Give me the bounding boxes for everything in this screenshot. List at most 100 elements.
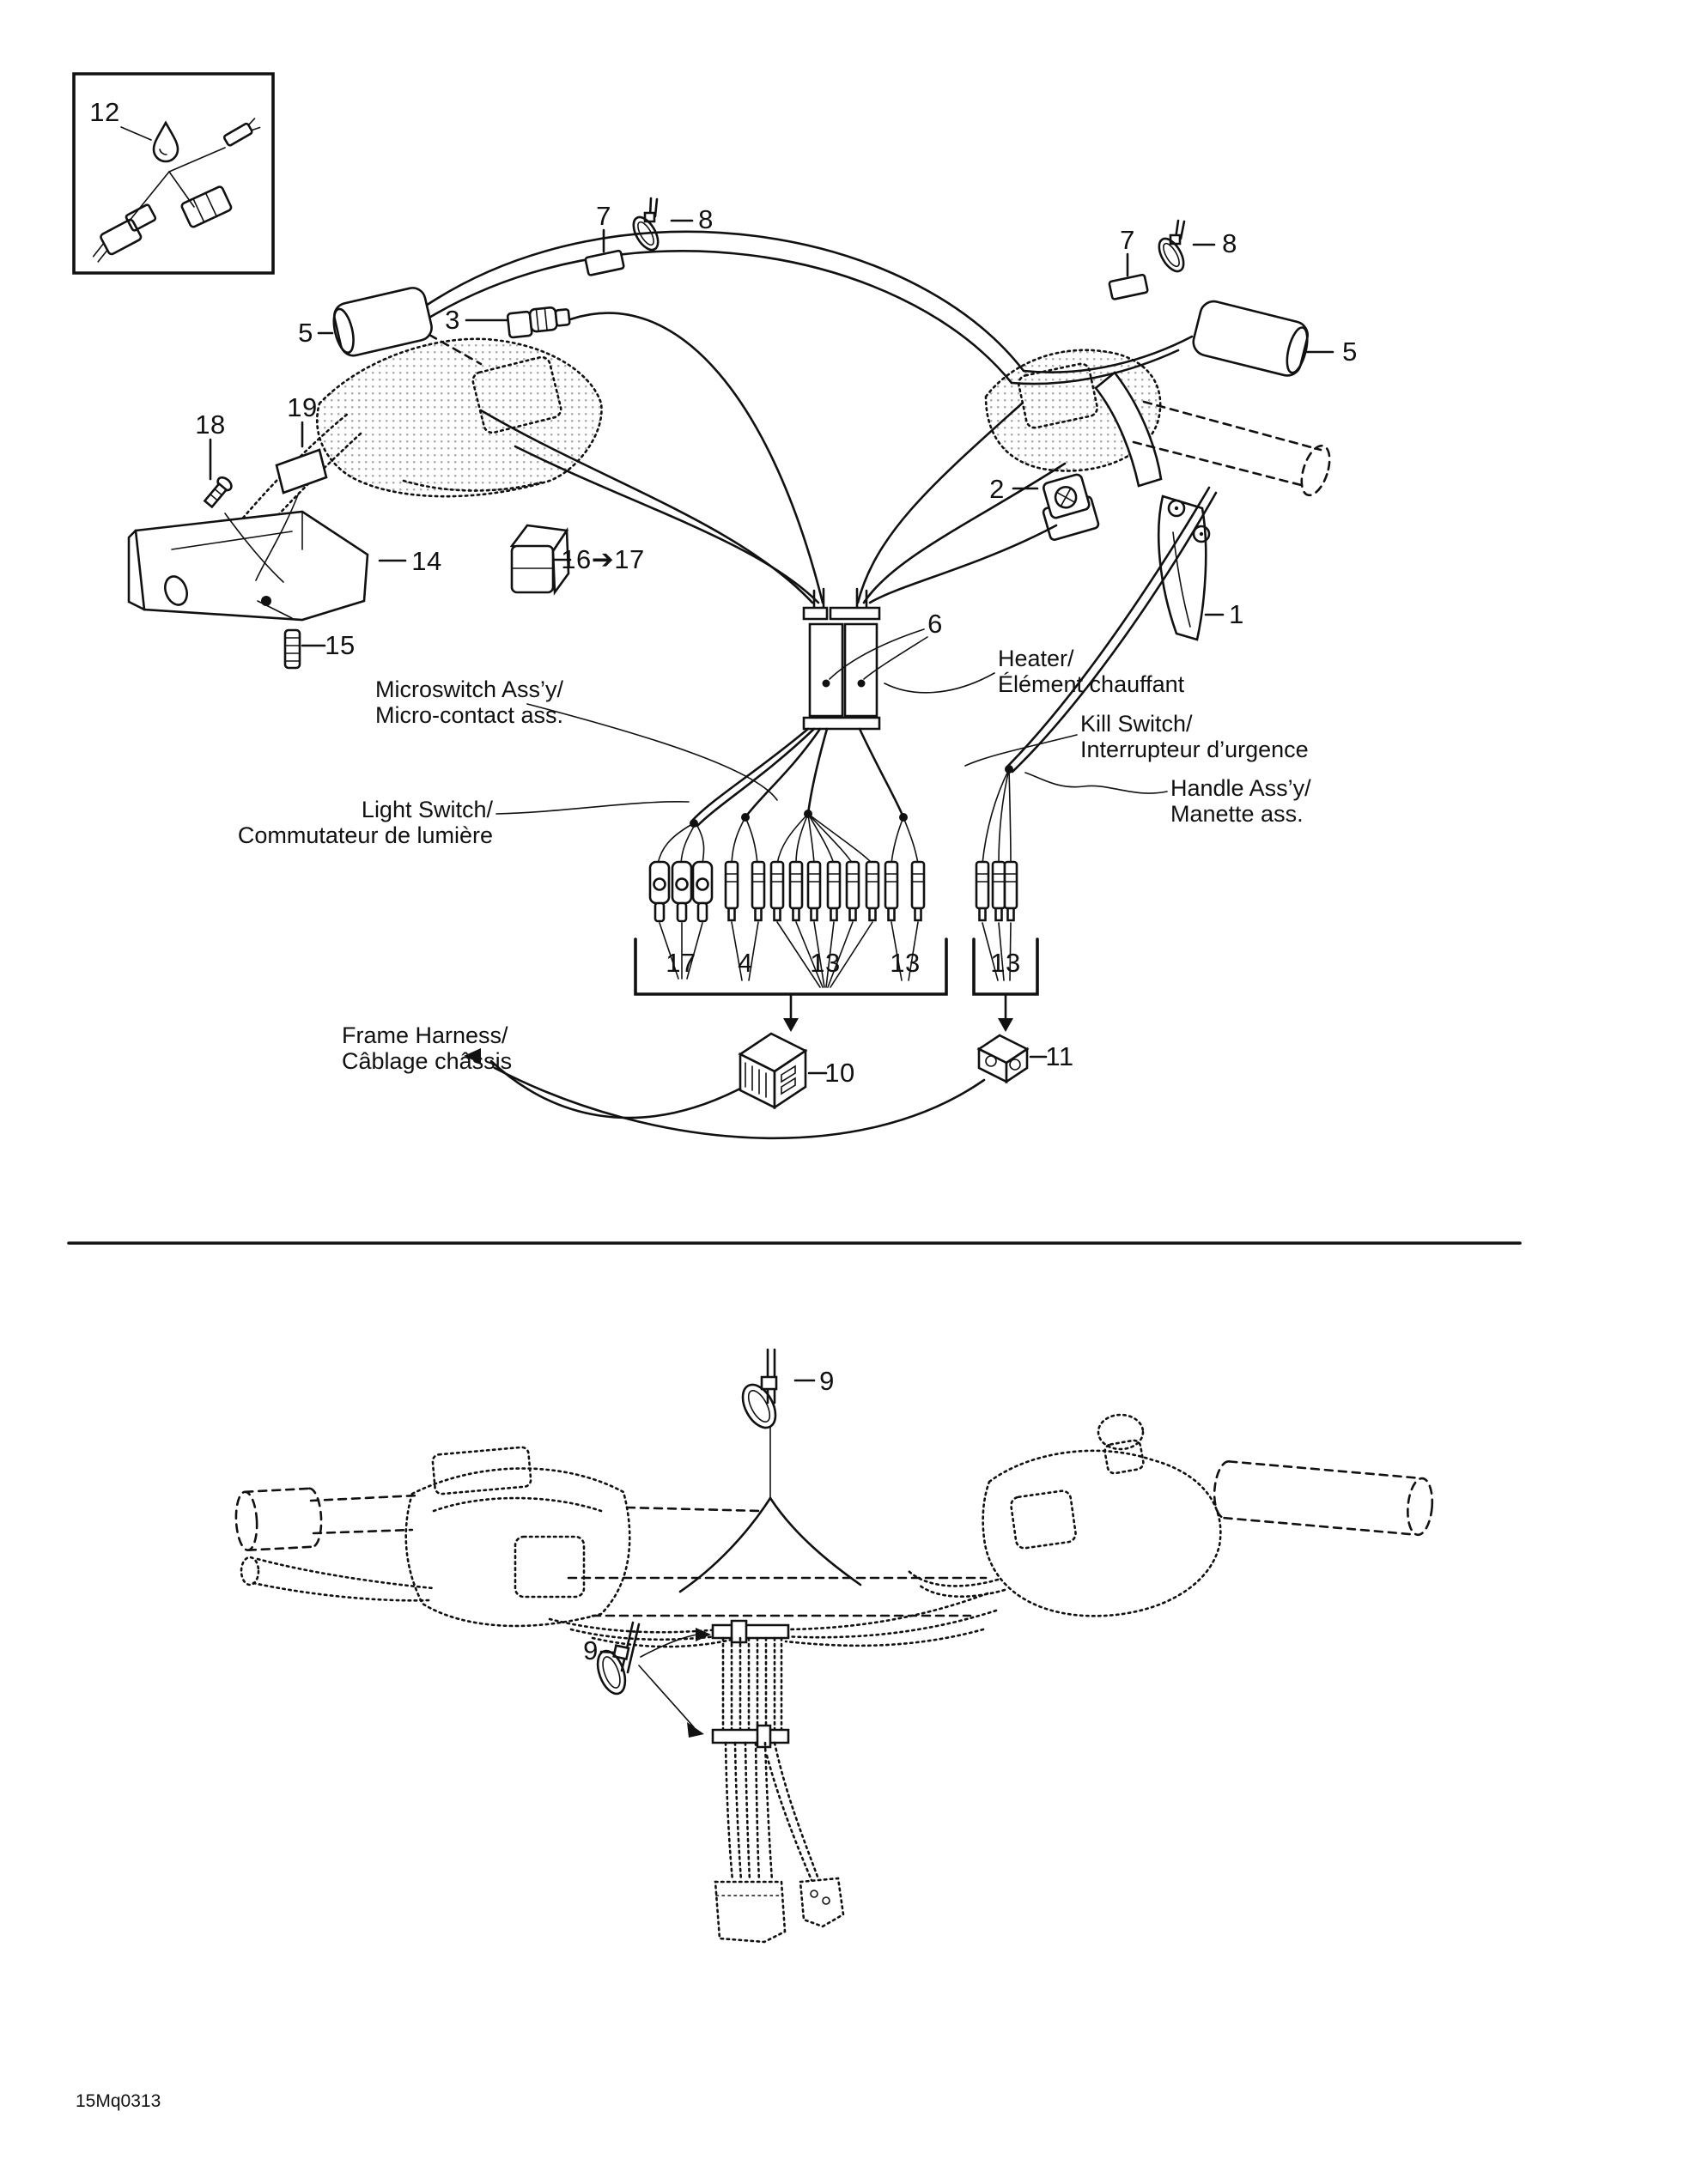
callout-4-group: 4 xyxy=(738,948,753,978)
callout-5-right: 5 xyxy=(1342,337,1358,367)
tie-wrap-8-right xyxy=(1154,221,1188,276)
terminal-flat xyxy=(808,862,820,920)
terminal-ring xyxy=(672,862,691,921)
left-lever-bottom xyxy=(241,1557,434,1600)
screw-18-leader xyxy=(225,513,283,582)
callout-11: 11 xyxy=(1045,1041,1074,1071)
terminal-flat xyxy=(976,862,988,920)
terminal-flat xyxy=(847,862,859,920)
terminal-flat xyxy=(885,862,897,920)
callout-15: 15 xyxy=(325,630,356,660)
drawing-code: 15Mq0313 xyxy=(76,2091,161,2111)
label-frame-harness-line-1: Frame Harness/ xyxy=(342,1022,508,1048)
terminal-flat xyxy=(790,862,802,920)
tie-wrap-9-top xyxy=(736,1350,782,1433)
label-handle-assy-line-2: Manette ass. xyxy=(1170,801,1304,828)
label-microswitch-line-1: Microswitch Ass’y/ xyxy=(375,676,564,702)
label-microswitch-line-2: Micro-contact ass. xyxy=(375,702,564,729)
terminal-flat xyxy=(993,862,1005,920)
connector-blocks-6 xyxy=(804,589,927,729)
label-kill-switch-line-2: Interrupteur d’urgence xyxy=(1080,737,1309,763)
callout-18: 18 xyxy=(195,410,226,440)
connector-10 xyxy=(740,1034,826,1107)
label-light-switch-line-1: Light Switch/ xyxy=(361,797,493,822)
terminal-flat xyxy=(752,862,764,920)
callout-14: 14 xyxy=(411,546,442,576)
screw-18 xyxy=(202,475,234,508)
terminal-flat xyxy=(866,862,878,920)
terminal-flat xyxy=(771,862,783,920)
callout-1: 1 xyxy=(1229,599,1244,629)
callout-9-bottom: 9 xyxy=(583,1635,599,1665)
label-heater: Heater/Élément chauffant xyxy=(998,646,1184,697)
clamp-band-2 xyxy=(713,1726,788,1747)
callout-13-group-a: 13 xyxy=(810,948,841,978)
right-grip-5 xyxy=(1190,299,1312,379)
right-grip-bottom xyxy=(1213,1460,1435,1536)
label-heater-line-2: Élément chauffant xyxy=(998,671,1185,698)
callout-12: 12 xyxy=(89,97,120,127)
sensor-3 xyxy=(508,306,571,337)
callout-7-left: 7 xyxy=(596,201,611,231)
terminal-flat xyxy=(912,862,924,920)
switch-housing-right xyxy=(986,350,1335,499)
callout-8-right: 8 xyxy=(1222,228,1237,258)
callout-9-top: 9 xyxy=(819,1366,835,1396)
top-diagram xyxy=(129,198,1335,1653)
group-brackets xyxy=(635,939,1037,1032)
terminal-flat xyxy=(1005,862,1017,920)
heater-switch-2 xyxy=(1036,472,1099,540)
left-assembly-bottom xyxy=(406,1447,630,1626)
left-grip-5 xyxy=(329,285,434,358)
label-microswitch: Microswitch Ass’y/Micro-contact ass. xyxy=(375,676,563,728)
callout-7-right: 7 xyxy=(1120,225,1135,255)
right-assembly-bottom xyxy=(909,1415,1220,1616)
sleeve-7-left xyxy=(585,251,623,276)
callout-13-group-b: 13 xyxy=(890,948,921,978)
callout-5-left: 5 xyxy=(298,318,313,348)
callout-8-left: 8 xyxy=(698,204,714,234)
frame-harness-arrows xyxy=(464,1048,984,1138)
lower-bundle xyxy=(715,1743,843,1942)
sleeve-7-right xyxy=(1109,275,1147,300)
label-frame-harness: Frame Harness/Câblage châssis xyxy=(342,1022,512,1074)
vertical-bundle xyxy=(723,1638,781,1730)
callout-13-group-c: 13 xyxy=(990,948,1021,978)
convergence-lines xyxy=(660,922,1011,987)
label-kill-switch: Kill Switch/Interrupteur d’urgence xyxy=(1080,711,1309,762)
throttle-housing-14 xyxy=(129,512,368,620)
switch-16-17 xyxy=(512,525,568,592)
leader-lines xyxy=(210,221,1333,1653)
inset-connector-mid xyxy=(181,185,233,228)
label-kill-switch-line-1: Kill Switch/ xyxy=(1080,711,1193,737)
tie-wrap-8-left xyxy=(629,198,663,254)
label-light-switch: Light Switch/Commutateur de lumière xyxy=(238,797,493,848)
inset-terminal xyxy=(223,118,260,146)
terminals xyxy=(650,862,1017,921)
connector-11 xyxy=(979,1035,1046,1082)
pad-19 xyxy=(256,450,326,580)
wire-bundles xyxy=(658,729,1013,864)
callout-19: 19 xyxy=(287,392,318,422)
bottom-connector-small xyxy=(800,1878,843,1926)
inset-box xyxy=(74,74,273,273)
terminal-ring xyxy=(650,862,669,921)
label-light-switch-line-2: Commutateur de lumière xyxy=(237,822,493,849)
terminal-flat xyxy=(828,862,840,920)
label-handle-assy: Handle Ass’y/Manette ass. xyxy=(1170,775,1311,827)
left-grip-bottom xyxy=(234,1488,322,1550)
callout-2: 2 xyxy=(989,474,1005,504)
clamp-band-1 xyxy=(713,1621,788,1642)
handlebar-bottom xyxy=(311,1495,986,1616)
harness-strands xyxy=(550,1593,996,1647)
label-frame-harness-line-2: Câblage châssis xyxy=(342,1048,513,1075)
terminal-ring xyxy=(693,862,712,921)
grease-drop-icon xyxy=(154,123,178,161)
callout-3: 3 xyxy=(445,305,460,335)
bottom-diagram xyxy=(234,1350,1434,1942)
label-handle-assy-line-1: Handle Ass’y/ xyxy=(1170,775,1311,801)
callout-6: 6 xyxy=(927,609,943,639)
spring-15 xyxy=(285,630,300,668)
